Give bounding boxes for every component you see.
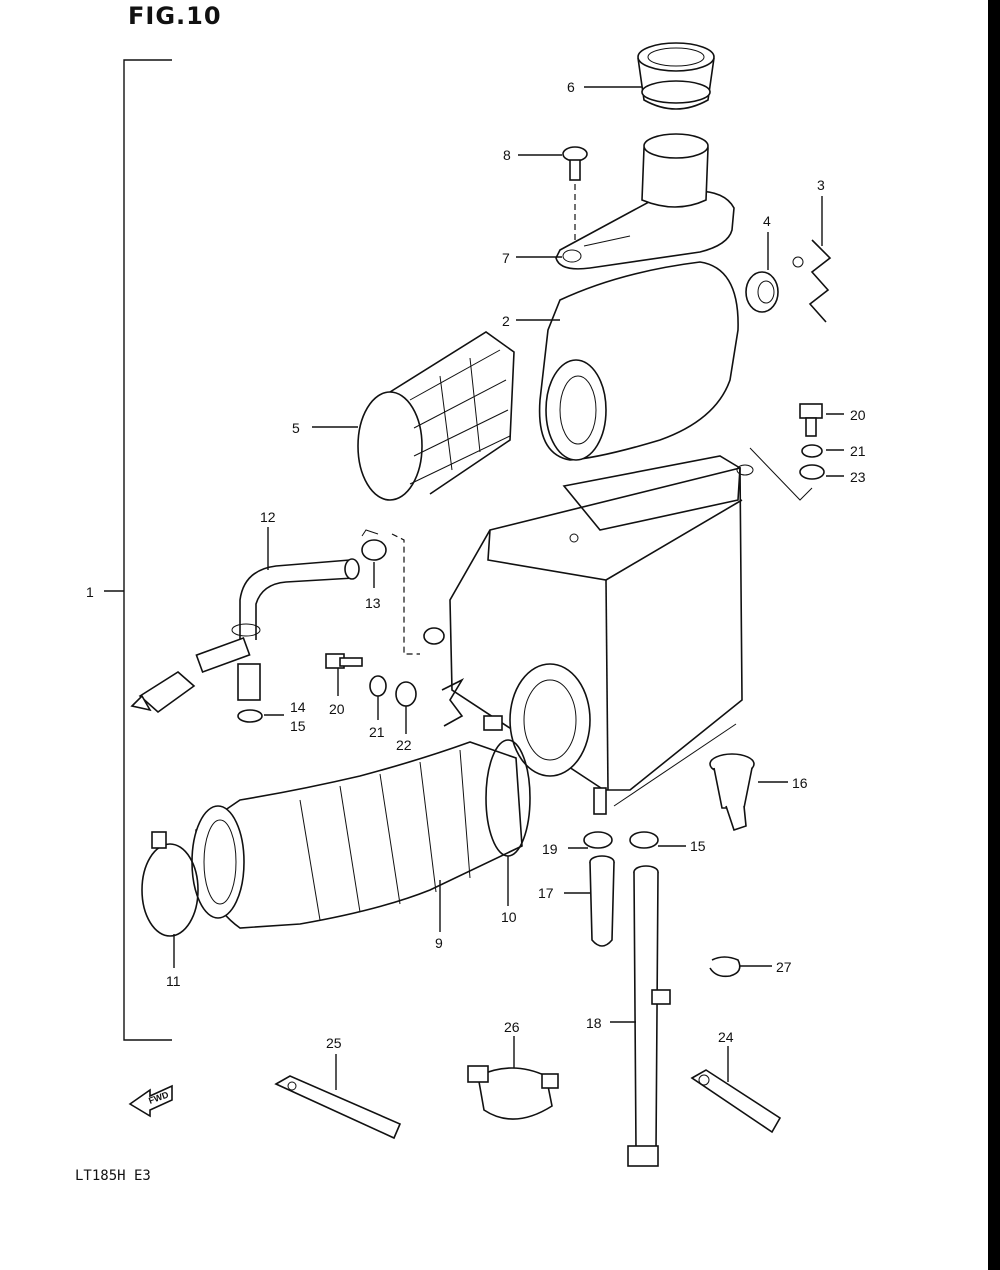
assembly-bracket (104, 59, 172, 1041)
callout-27: 27 (776, 959, 792, 975)
fwd-arrow-icon: FWD (128, 1084, 173, 1118)
callout-24: 24 (718, 1029, 734, 1045)
callout-1: 1 (86, 584, 94, 600)
part-4-grommet (745, 271, 779, 313)
callout-23: 23 (850, 469, 866, 485)
part-8-screw (562, 146, 588, 240)
part-16-drain-cap (613, 723, 755, 832)
part-6-intake-duct (637, 42, 715, 110)
air-cleaner-case (423, 455, 754, 815)
callout-15b: 15 (690, 838, 706, 854)
callout-numbers: 1 2 3 4 5 6 7 8 9 10 11 12 13 14 15 15 1… (86, 79, 866, 1051)
part-17-drain-hose (589, 855, 615, 947)
callout-16: 16 (792, 775, 808, 791)
callout-5: 5 (292, 420, 300, 436)
callout-2: 2 (502, 313, 510, 329)
part-25-strap (274, 1075, 402, 1140)
callout-20a: 20 (329, 701, 345, 717)
callout-22: 22 (396, 737, 412, 753)
hose-clips-lower (583, 831, 659, 849)
callout-21a: 21 (369, 724, 385, 740)
callout-11: 11 (166, 973, 181, 989)
callout-17: 17 (538, 885, 554, 901)
part-5-filter-cage (357, 331, 515, 501)
callout-3: 3 (817, 177, 825, 193)
small-parts-left (237, 653, 465, 727)
part-9-intake-hose (191, 741, 523, 929)
callout-12: 12 (260, 509, 276, 525)
callout-19: 19 (542, 841, 558, 857)
callout-20b: 20 (850, 407, 866, 423)
part-18-drain-hose-long (627, 865, 671, 1167)
callout-8: 8 (503, 147, 511, 163)
callout-18: 18 (586, 1015, 602, 1031)
callout-25: 25 (326, 1035, 342, 1051)
callout-7: 7 (502, 250, 510, 266)
part-2-air-filter-element (538, 261, 739, 461)
bolt-washer-set-right (749, 403, 825, 501)
figure-title: FIG.10 (128, 2, 222, 30)
scan-edge-bar (988, 0, 1000, 1270)
model-code: LT185H E3 (75, 1168, 151, 1184)
part-26-holder (467, 1065, 559, 1120)
part-3-clip (792, 239, 832, 323)
callout-9: 9 (435, 935, 443, 951)
part-11-clamp (141, 831, 199, 937)
callout-10: 10 (501, 909, 517, 925)
part-13-clamp (361, 529, 420, 655)
part-27-clip (709, 956, 741, 978)
leader-lines (173, 86, 844, 1090)
part-12-breather-hose (130, 558, 360, 714)
callout-21b: 21 (850, 443, 866, 459)
callout-13: 13 (365, 595, 381, 611)
callout-6: 6 (567, 79, 575, 95)
part-24-strap (690, 1069, 782, 1134)
callout-4: 4 (763, 213, 771, 229)
part-7-upper-cover (555, 133, 735, 270)
callout-15a: 15 (290, 718, 306, 734)
callout-26: 26 (504, 1019, 520, 1035)
callout-14: 14 (290, 699, 306, 715)
